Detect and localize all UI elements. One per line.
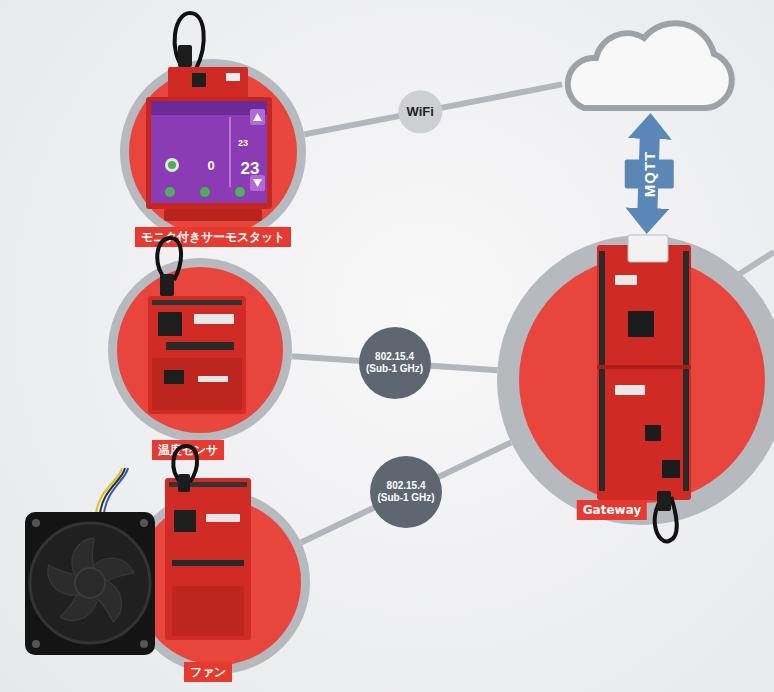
- part: [172, 560, 244, 566]
- circle-ring: [497, 235, 774, 525]
- part: [104, 468, 128, 514]
- screen-reading-holder: 23: [238, 139, 248, 148]
- screen-reading-holder: 0: [207, 159, 214, 172]
- node-label: 温度センサ: [152, 440, 224, 460]
- circle-ring: [108, 258, 292, 442]
- fan-figure: [126, 490, 310, 674]
- edge-label: 802.15.4 (Sub-1 GHz): [364, 351, 426, 376]
- part: [175, 13, 204, 69]
- part: [662, 460, 680, 478]
- part: [151, 101, 267, 115]
- part: [628, 311, 654, 337]
- part: [160, 274, 174, 296]
- edge-label: MQTT: [640, 150, 657, 197]
- part: [148, 296, 246, 414]
- part: [235, 187, 245, 197]
- part: [194, 314, 234, 324]
- screen-reading: 23: [238, 139, 248, 148]
- part: [657, 491, 671, 511]
- part: [165, 158, 179, 172]
- circle-disc: [117, 267, 283, 433]
- part: [645, 425, 661, 441]
- edge-label: 802.15.4 (Sub-1 GHz): [375, 480, 437, 505]
- part: [178, 474, 190, 492]
- node-label: Gateway: [577, 500, 647, 520]
- edge-label: WiFi: [407, 104, 434, 119]
- part: [30, 523, 150, 643]
- part: [151, 101, 267, 203]
- part: [140, 519, 148, 527]
- part: [172, 586, 244, 636]
- part: [32, 640, 40, 648]
- part: [253, 113, 262, 121]
- part: [164, 370, 184, 384]
- part: [32, 519, 40, 527]
- device-circle: モニタ付きサーモスタット: [120, 59, 306, 245]
- circle-disc: [129, 68, 297, 236]
- part: [226, 73, 240, 81]
- part: [152, 358, 242, 410]
- part: [206, 514, 240, 522]
- link-line: [304, 84, 562, 134]
- part: [250, 109, 265, 125]
- part: [253, 179, 262, 187]
- node-label: ファン: [184, 662, 232, 682]
- link-line: [301, 442, 511, 542]
- part: [140, 640, 148, 648]
- cloud-figure: [562, 22, 742, 112]
- edge-label-patch: WiFi: [399, 90, 442, 133]
- part: [166, 342, 234, 350]
- part: [198, 376, 228, 382]
- screen-reading: 23: [241, 160, 260, 177]
- part: [146, 97, 272, 209]
- part: [568, 23, 732, 108]
- part: [683, 251, 689, 491]
- screen-reading-holder: 23: [241, 160, 260, 177]
- edge-label-patch: 802.15.4 (Sub-1 GHz): [370, 456, 442, 528]
- part: [157, 238, 181, 280]
- part: [200, 187, 210, 197]
- part: [229, 117, 231, 187]
- gateway-circle: Gateway: [497, 235, 774, 525]
- edge-label-patch: MQTT: [624, 159, 673, 188]
- part: [174, 510, 196, 532]
- part: [192, 73, 206, 87]
- part: [168, 161, 176, 169]
- device-circle: ファン: [126, 490, 310, 674]
- cloud-shape: [562, 22, 742, 112]
- part: [615, 385, 645, 395]
- part: [597, 245, 691, 500]
- device-circle: 温度センサ: [108, 258, 292, 442]
- part: [615, 275, 637, 285]
- part: [597, 365, 691, 369]
- part: [152, 300, 242, 305]
- part: [75, 568, 105, 598]
- part: [165, 478, 251, 640]
- sensor-figure: [108, 258, 292, 442]
- screen-reading: 0: [207, 159, 214, 172]
- part: [164, 209, 262, 221]
- part: [628, 235, 668, 262]
- circle-ring: [120, 59, 306, 245]
- part: [165, 187, 175, 197]
- gateway-figure: [497, 235, 774, 525]
- part: [25, 512, 155, 655]
- part: [158, 312, 182, 336]
- thermostat-figure: [120, 59, 306, 245]
- part: [168, 67, 248, 101]
- part: [599, 251, 605, 491]
- part: [178, 45, 192, 67]
- edge-label-patch: 802.15.4 (Sub-1 GHz): [359, 327, 431, 399]
- part: [250, 175, 265, 191]
